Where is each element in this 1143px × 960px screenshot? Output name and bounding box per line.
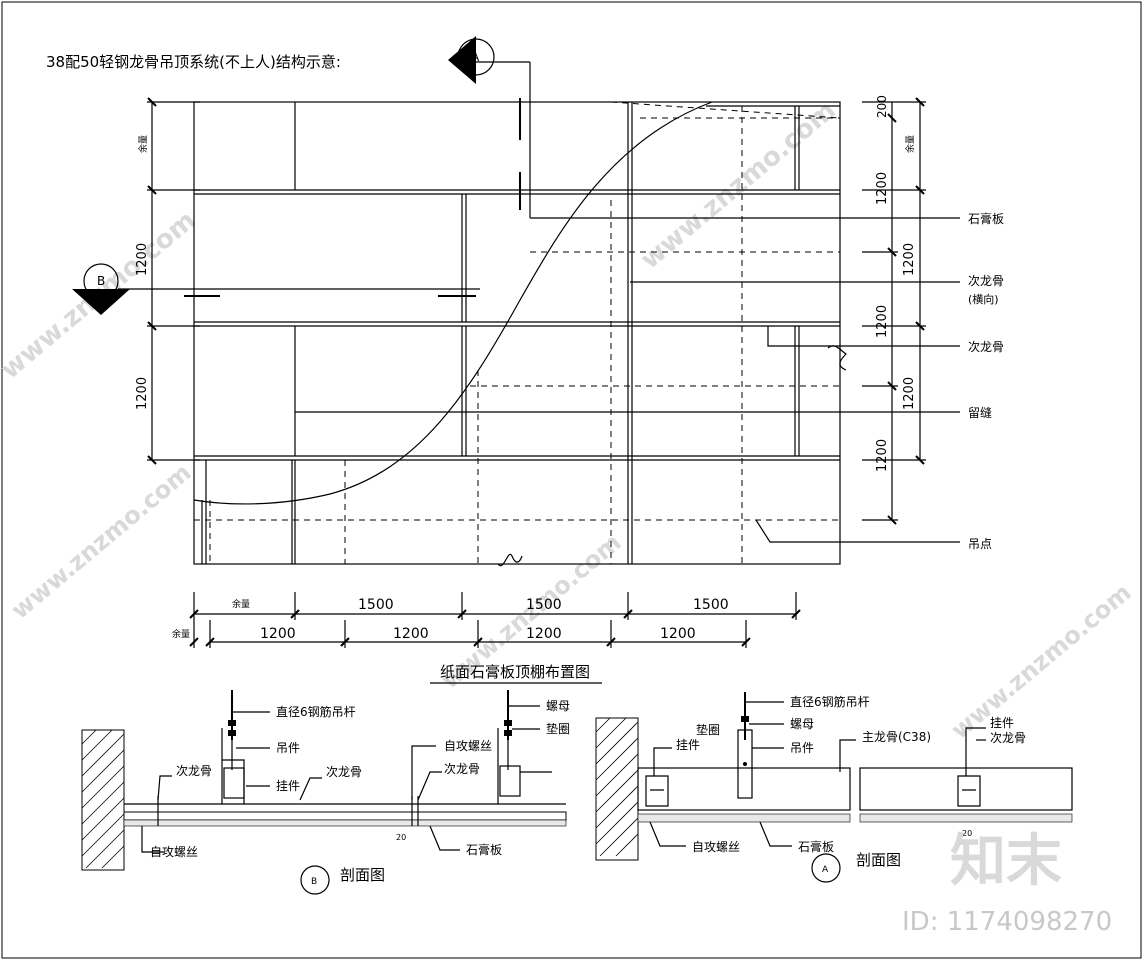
section-a-marker: A [822, 865, 829, 875]
watermark-layer: www.znzmo.com www.znzmo.com www.znzmo.co… [0, 95, 1137, 744]
callout-hang-point: 吊点 [968, 537, 992, 551]
watermark-text: www.znzmo.com [946, 578, 1137, 744]
section-b-rod: 直径6钢筋吊杆 [276, 704, 356, 719]
section-marker-b: B [72, 263, 480, 315]
section-a-nut: 螺母 [790, 717, 814, 731]
section-b-title: 剖面图 [340, 866, 385, 884]
ceiling-plan [184, 98, 847, 567]
section-marker-a: A [448, 36, 531, 218]
callout-gap: 留缝 [968, 405, 992, 420]
section-a-main-keel: 主龙骨(C38) [862, 730, 931, 744]
section-a-washer: 垫圈 [696, 722, 720, 737]
plan-title: 纸面石膏板顶棚布置图 [440, 663, 590, 681]
section-b-secondary-keel-mid: 次龙骨 [444, 762, 480, 776]
dim-margin: 余量 [232, 598, 250, 610]
section-b-secondary-keel-right: 次龙骨 [326, 765, 362, 779]
watermark-brand: 知末 [950, 829, 1062, 894]
dim-1200: 1200 [660, 626, 696, 642]
left-dimensions: 余量 1200 1200 [135, 97, 200, 465]
section-b-hanger: 吊件 [276, 741, 300, 755]
callout-secondary-keel: 次龙骨 [968, 340, 1004, 354]
marker-b-label: B [97, 274, 105, 288]
section-b-marker: B [311, 877, 317, 887]
drawing-title: 38配50轻钢龙骨吊顶系统(不上人)结构示意: [46, 53, 341, 71]
section-a-clip: 挂件 [676, 738, 700, 752]
section-a-secondary-keel: 次龙骨 [990, 731, 1026, 745]
right-dimensions: 200 1200 1200 1200 余量 1200 1200 [862, 95, 926, 525]
dim-1200: 1200 [875, 439, 890, 472]
section-b-drawing: 20 直径6钢筋吊杆 吊件 挂件 次龙骨 次龙骨 自攻螺丝 自攻螺丝 次龙骨 螺… [81, 690, 570, 895]
callout-gypsum-board: 石膏板 [968, 211, 1004, 226]
section-b-gypsum: 石膏板 [466, 842, 502, 857]
watermark-id: ID: 1174098270 [902, 907, 1112, 937]
section-a-gap-dim: 20 [962, 829, 972, 838]
section-a-hanger: 吊件 [790, 741, 814, 755]
callout-horizontal-note: (横向) [968, 292, 999, 306]
section-a-title: 剖面图 [856, 851, 901, 869]
dim-1200: 1200 [135, 377, 150, 410]
dim-1200: 1200 [902, 377, 917, 410]
dim-1500: 1500 [526, 597, 562, 613]
section-a-clip-right: 挂件 [990, 716, 1014, 730]
dim-margin: 余量 [172, 628, 190, 640]
section-b-clip: 挂件 [276, 779, 300, 793]
dim-200: 200 [875, 95, 889, 118]
dim-1200: 1200 [875, 305, 890, 338]
marker-a-label: A [471, 50, 480, 64]
dim-1500: 1500 [693, 597, 729, 613]
section-b-washer: 垫圈 [546, 721, 570, 736]
section-b-screw: 自攻螺丝 [150, 845, 198, 859]
dim-1200: 1200 [875, 172, 890, 205]
section-b-secondary-keel: 次龙骨 [176, 764, 212, 778]
section-b-screw-right: 自攻螺丝 [444, 739, 492, 753]
dim-1200: 1200 [135, 243, 150, 276]
dim-1200: 1200 [526, 626, 562, 642]
section-b-gap-dim: 20 [396, 833, 406, 842]
callout-secondary-keel-horizontal: 次龙骨 [968, 274, 1004, 288]
section-a-screw: 自攻螺丝 [692, 840, 740, 854]
section-b-nut: 螺母 [546, 699, 570, 713]
dim-1200: 1200 [902, 243, 917, 276]
dim-1200: 1200 [393, 626, 429, 642]
dim-1200: 1200 [260, 626, 296, 642]
bottom-dimensions: 余量 1500 1500 1500 余量 1200 1200 1200 1200 [172, 592, 801, 648]
watermark-text: www.znzmo.com [635, 95, 841, 275]
section-a-gypsum: 石膏板 [798, 839, 834, 854]
dim-margin: 余量 [904, 135, 916, 153]
dim-1500: 1500 [358, 597, 394, 613]
watermark-text: www.znzmo.com [6, 458, 197, 624]
section-a-rod: 直径6钢筋吊杆 [790, 694, 870, 709]
section-a-drawing: 直径6钢筋吊杆 垫圈 螺母 吊件 挂件 主龙骨(C38) 挂件 次龙骨 自攻螺丝… [595, 692, 1073, 883]
plan-callouts: 石膏板 次龙骨 (横向) 次龙骨 留缝 吊点 [295, 211, 1004, 551]
dim-margin: 余量 [137, 135, 149, 153]
